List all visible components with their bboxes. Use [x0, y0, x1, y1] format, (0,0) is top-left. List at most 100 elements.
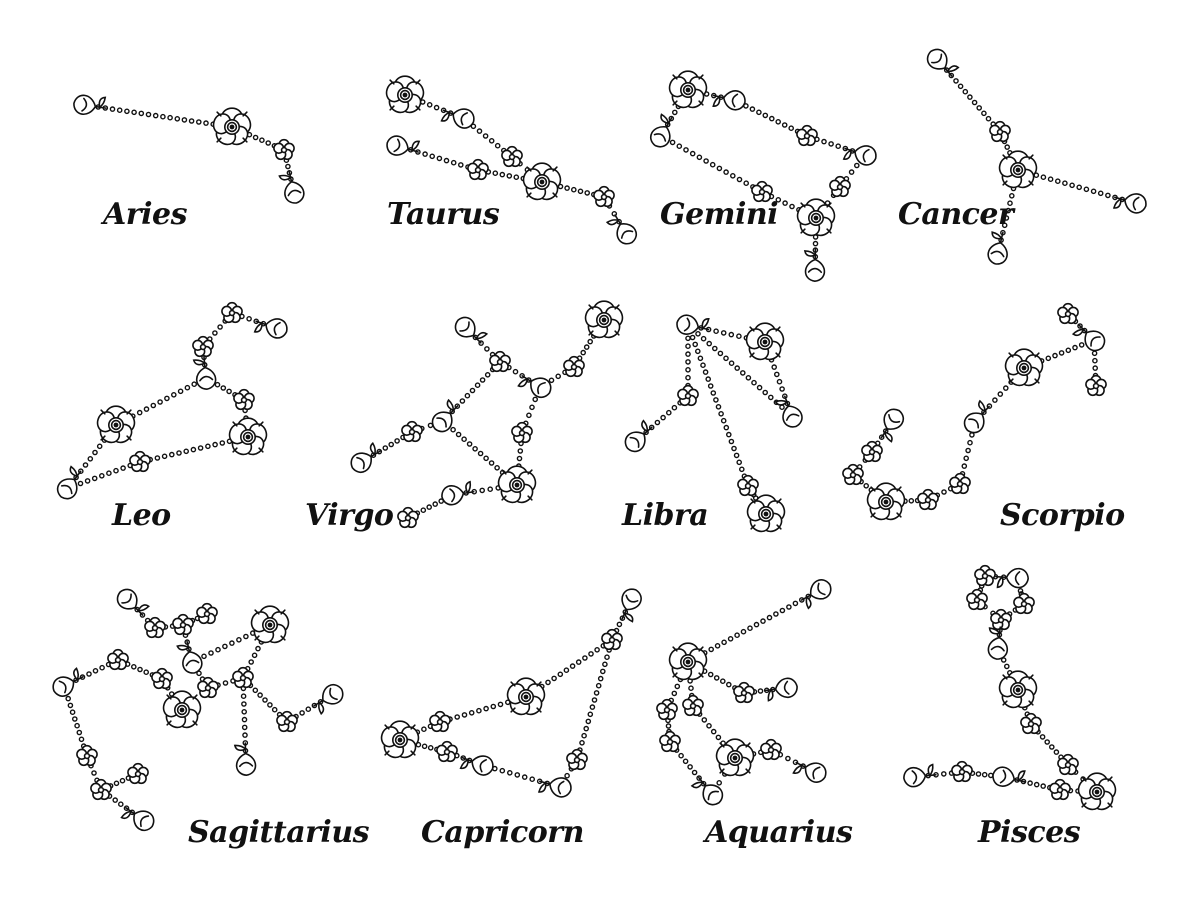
constellation-stars-layer — [52, 48, 1147, 832]
constellation-dot — [86, 671, 92, 677]
constellation-dot — [660, 414, 666, 421]
constellation-dot — [691, 769, 698, 776]
blossom-star — [1049, 778, 1071, 801]
constellation-dot — [190, 446, 197, 453]
constellation-dot — [394, 438, 400, 444]
flower-star — [746, 494, 786, 533]
constellation-dot — [311, 702, 318, 709]
constellation-dot — [188, 118, 195, 124]
constellation-dot — [271, 706, 278, 713]
constellation-dot — [689, 150, 696, 157]
constellation-dot — [775, 196, 782, 203]
constellation-dot — [728, 331, 735, 338]
constellation-dot — [1105, 192, 1111, 199]
constellation-dot — [174, 116, 181, 122]
pisces-constellation — [903, 564, 1117, 811]
constellation-dot — [654, 419, 661, 426]
constellation-dot — [760, 618, 766, 624]
blossom-star — [511, 421, 533, 444]
flower-star — [1077, 772, 1117, 811]
flower-star — [1004, 348, 1044, 387]
constellation-dot — [78, 468, 84, 475]
constellation-dot — [695, 330, 701, 337]
flower-star — [584, 300, 624, 339]
constellation-dot — [119, 777, 126, 784]
constellation-dot — [962, 88, 969, 95]
constellation-dot — [167, 114, 173, 121]
constellation-dot — [835, 143, 842, 149]
constellation-dot — [726, 431, 732, 438]
blossom-star — [974, 564, 996, 587]
bud-star — [278, 170, 305, 204]
constellation-dot — [184, 384, 191, 391]
constellation-dot — [762, 389, 769, 396]
constellation-dot — [1052, 352, 1058, 359]
constellation-dot — [468, 710, 475, 716]
aquarius-constellation — [656, 579, 832, 806]
bud-star — [987, 231, 1008, 265]
constellation-dot — [461, 436, 467, 443]
constellation-dot — [685, 343, 691, 350]
constellation-dot — [512, 368, 519, 375]
constellation-dot — [986, 403, 993, 409]
constellation-dot — [472, 445, 478, 452]
bud-star — [233, 742, 257, 776]
constellation-dot — [1091, 350, 1098, 357]
constellation-dot — [215, 646, 221, 653]
constellation-dot — [1069, 182, 1075, 189]
blossom-star — [842, 463, 864, 486]
constellation-dot — [941, 771, 947, 777]
constellation-dot — [212, 441, 218, 448]
constellation-dot — [96, 443, 103, 450]
constellation-dot — [426, 102, 433, 108]
constellation-dot — [700, 335, 707, 342]
constellation-dot — [67, 702, 74, 709]
constellation-dot — [581, 732, 587, 739]
constellation-dot — [743, 180, 750, 186]
constellation-dot — [616, 621, 623, 628]
constellation-dot — [469, 387, 476, 394]
flower-star — [998, 670, 1038, 709]
constellation-dot — [208, 650, 214, 656]
constellation-dot — [1009, 192, 1015, 199]
constellation-dot — [953, 78, 959, 84]
blossom-star — [951, 760, 973, 783]
constellation-dot — [963, 455, 970, 462]
constellation-dot — [747, 625, 753, 632]
constellation-dot — [708, 646, 715, 653]
constellation-dot — [519, 372, 525, 379]
blossom-star — [1057, 302, 1079, 325]
constellation-dot — [109, 106, 116, 112]
constellation-dot — [577, 188, 584, 195]
blossom-star — [233, 388, 255, 411]
label-aries: Aries — [100, 197, 188, 232]
constellation-dot — [76, 729, 83, 736]
bud-star — [800, 579, 832, 610]
label-leo: Leo — [111, 498, 171, 533]
constellation-dot — [1040, 783, 1046, 789]
bud-star — [73, 94, 107, 115]
flower-star — [668, 70, 708, 109]
constellation-dot — [585, 718, 592, 725]
constellation-dot — [736, 459, 743, 466]
constellation-dot — [464, 392, 471, 399]
constellation-dot — [168, 451, 175, 458]
constellation-dot — [728, 360, 735, 367]
taurus-constellation — [385, 75, 637, 245]
constellation-dot — [455, 431, 462, 438]
constellation-dot — [706, 340, 713, 347]
constellation-dot — [257, 692, 263, 698]
constellation-dot — [961, 463, 968, 469]
flower-star — [998, 150, 1038, 189]
blossom-star — [682, 694, 704, 717]
constellation-dot — [77, 480, 84, 487]
constellation-dot — [236, 637, 242, 643]
constellation-dot — [788, 125, 795, 131]
constellation-dot — [587, 338, 594, 345]
constellation-dot — [106, 470, 112, 477]
blossom-star — [467, 158, 489, 181]
constellation-dot — [971, 99, 978, 106]
constellation-dot — [689, 334, 696, 341]
constellation-dot — [150, 402, 157, 409]
constellation-dot — [255, 645, 261, 652]
